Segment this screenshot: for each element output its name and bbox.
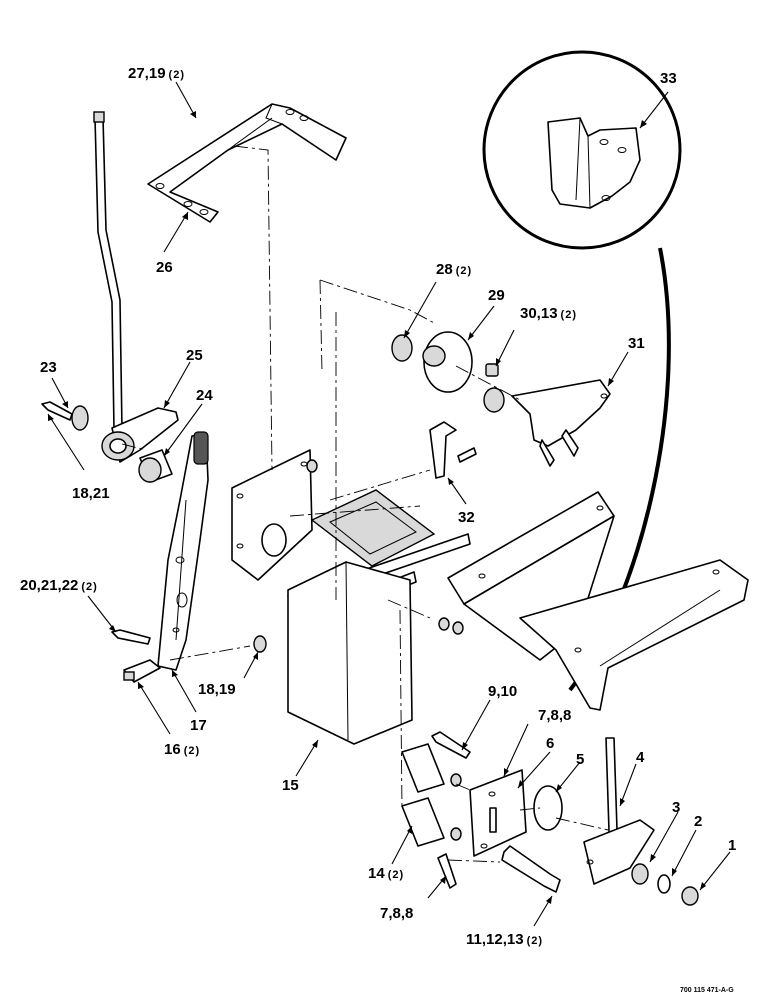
part-2-washer (657, 874, 671, 894)
callout-32: 32 (458, 509, 475, 526)
part-11-12-13-bolt (501, 845, 561, 893)
callout-2: 2 (694, 813, 702, 830)
callout-3: 3 (672, 799, 680, 816)
callout-7-8-8-bottom: 7,8,8 (380, 905, 413, 922)
mounting-plate (231, 449, 318, 581)
callout-17: 17 (190, 717, 207, 734)
callout-15: 15 (282, 777, 299, 794)
callout-23: 23 (40, 359, 57, 376)
shift-lever-rod (93, 111, 123, 431)
part-28-bushing (391, 334, 413, 362)
callout-11-12-13: 11,12,13(2) (466, 931, 543, 948)
callout-26: 26 (156, 259, 173, 276)
callout-16: 16(2) (164, 741, 200, 758)
part-18-19-nut (253, 635, 267, 653)
callout-29: 29 (488, 287, 505, 304)
part-24-bushing (138, 449, 173, 483)
part-30-13-bolt (485, 363, 499, 377)
spacer-tube (401, 743, 462, 793)
part-6-plate (469, 769, 527, 857)
part-4-shaft-bracket (583, 737, 655, 885)
callout-5: 5 (576, 751, 584, 768)
callout-33: 33 (660, 70, 677, 87)
part-5-washer (533, 785, 563, 831)
callout-30-13: 30,13(2) (520, 305, 577, 322)
leader-lines (47, 81, 731, 927)
part-17-control-lever (157, 431, 209, 671)
part-16-clip (123, 659, 161, 683)
part-3-spring (631, 863, 649, 885)
callout-20-21-22: 20,21,22(2) (20, 577, 98, 594)
part-31-bracket (511, 379, 611, 467)
callout-31: 31 (628, 335, 645, 352)
callout-7-8-8-top: 7,8,8 (538, 707, 571, 724)
part-15-box-housing (287, 489, 436, 745)
callout-28: 28(2) (436, 261, 472, 278)
part-28-bushing-second (483, 387, 505, 413)
callout-4: 4 (636, 749, 645, 766)
callout-9-10: 9,10 (488, 683, 517, 700)
callout-18-21: 18,21 (72, 485, 110, 502)
part-32-clip (429, 421, 477, 479)
callout-24: 24 (196, 387, 213, 404)
part-14-spacer (401, 797, 462, 847)
callout-18-19: 18,19 (198, 681, 236, 698)
part-25-pivot-tube (101, 407, 179, 463)
part-18-21-bolt (41, 401, 73, 421)
part-7-8-8-bolt (437, 853, 457, 889)
callout-14: 14(2) (368, 865, 404, 882)
callout-25: 25 (186, 347, 203, 364)
part-26-bracket (147, 103, 347, 223)
callout-labels: 33 27,19(2) 26 28(2) 29 30,13(2) 31 23 2… (20, 65, 736, 948)
assembly-center-lines (121, 145, 609, 863)
figure-id: 700 115 471-A-G (680, 987, 734, 994)
callout-1: 1 (728, 837, 736, 854)
callout-27-19: 27,19(2) (128, 65, 185, 82)
part-33-bracket (547, 117, 641, 209)
part-1-nut (681, 886, 699, 906)
side-channel-arm (438, 491, 749, 711)
part-20-21-22-bolt (111, 629, 151, 645)
part-29-flange (422, 331, 473, 393)
part-23-washer (71, 405, 89, 431)
part-9-10-bolt (431, 731, 471, 759)
callout-6: 6 (546, 735, 554, 752)
